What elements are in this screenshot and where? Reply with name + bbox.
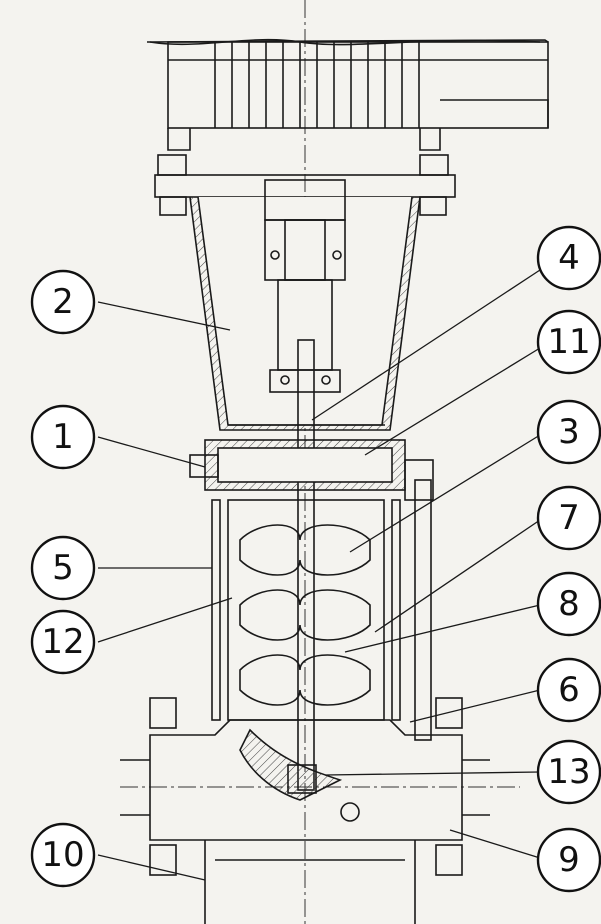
callout-12: 12 <box>30 609 96 675</box>
callout-8: 8 <box>536 571 601 637</box>
callout-2: 2 <box>30 269 96 335</box>
pump-chamber <box>211 479 432 741</box>
callout-6: 6 <box>536 657 601 723</box>
callout-label: 3 <box>558 412 580 452</box>
callout-label: 8 <box>558 584 580 624</box>
callout-3: 3 <box>536 399 601 465</box>
callout-5: 5 <box>30 535 96 601</box>
motor <box>147 38 549 151</box>
callout-4: 4 <box>536 225 601 291</box>
callout-label: 7 <box>558 498 580 538</box>
callout-label: 5 <box>52 548 74 588</box>
leader-lines <box>97 269 541 881</box>
pump-head <box>189 439 434 501</box>
callout-10: 10 <box>30 822 96 888</box>
callout-label: 1 <box>52 417 74 457</box>
pump-base <box>120 697 490 924</box>
callout-1: 1 <box>30 404 96 470</box>
callout-label: 12 <box>41 622 84 662</box>
callout-label: 13 <box>547 752 590 792</box>
callout-7: 7 <box>536 485 601 551</box>
callout-label: 2 <box>52 282 74 322</box>
motor-stool <box>154 154 456 431</box>
callout-label: 9 <box>558 840 580 880</box>
callout-11: 11 <box>536 309 601 375</box>
callout-label: 6 <box>558 670 580 710</box>
callouts: 2 1 5 12 10 4 11 3 <box>30 225 601 893</box>
callout-label: 10 <box>41 835 84 875</box>
callout-9: 9 <box>536 827 601 893</box>
callout-13: 13 <box>536 739 601 805</box>
callout-label: 4 <box>558 238 580 278</box>
callout-label: 11 <box>547 322 590 362</box>
